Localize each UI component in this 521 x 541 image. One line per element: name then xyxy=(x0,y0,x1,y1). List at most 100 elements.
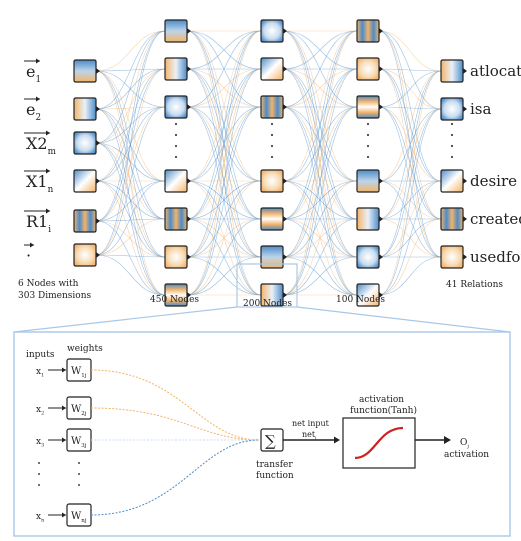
hidden-node xyxy=(260,57,287,81)
activation-title: function(Tanh) xyxy=(350,405,417,416)
hidden-node xyxy=(260,207,287,231)
vector-arrowhead xyxy=(36,96,40,102)
connection-line xyxy=(95,218,166,256)
ellipsis-dot xyxy=(450,144,454,148)
ellipsis-dot xyxy=(270,133,274,137)
node-box xyxy=(356,57,380,81)
input-node xyxy=(73,243,100,267)
output-label: isa xyxy=(470,100,491,118)
net-arrowhead xyxy=(334,436,340,444)
weights-label: weights xyxy=(67,344,103,354)
connection-line xyxy=(378,180,442,258)
vector-arrowhead xyxy=(36,58,40,64)
node-arrow xyxy=(463,68,467,74)
connection-line xyxy=(95,30,166,110)
input-node xyxy=(73,169,100,193)
connection-line xyxy=(95,108,166,296)
output-label: atlocation xyxy=(470,62,521,80)
node-box xyxy=(164,95,188,119)
node-arrow xyxy=(283,28,287,34)
node-arrow xyxy=(379,254,383,260)
node-box xyxy=(440,245,464,269)
connection-line xyxy=(282,68,358,108)
layer-caption: 200 Nodes xyxy=(243,299,292,309)
connection-line xyxy=(282,30,358,70)
node-box xyxy=(440,207,464,231)
hidden-node xyxy=(260,19,287,43)
connection-line xyxy=(378,30,442,72)
hidden-node xyxy=(356,283,383,307)
connection-line xyxy=(378,30,442,182)
connection-line xyxy=(378,70,442,182)
node-box xyxy=(356,169,380,193)
connection-line xyxy=(378,218,442,296)
net-label: netj xyxy=(302,430,316,441)
node-box xyxy=(73,131,97,155)
ellipsis-dot xyxy=(366,155,370,159)
connection-line xyxy=(95,106,166,256)
output-label: desire xyxy=(470,172,517,190)
connection-line xyxy=(186,30,262,108)
node-arrow xyxy=(96,218,100,224)
input-symbol: x1 xyxy=(36,367,44,379)
node-arrow xyxy=(379,292,383,298)
node-box xyxy=(440,97,464,121)
node-box xyxy=(73,97,97,121)
input-symbol: xn xyxy=(36,512,45,524)
activation-box xyxy=(342,417,416,469)
ellipsis-dot xyxy=(174,133,178,137)
sum-symbol: ∑ xyxy=(265,432,276,450)
ellipsis-dot xyxy=(174,155,178,159)
output-node xyxy=(440,97,467,121)
connection-line xyxy=(186,30,262,182)
hidden-node xyxy=(164,169,191,193)
node-arrow xyxy=(187,66,191,72)
highlight-box xyxy=(236,263,298,308)
connection-line xyxy=(186,180,262,296)
connection-line xyxy=(95,68,166,256)
output-label: usedfor xyxy=(470,248,521,266)
input-label: e1 xyxy=(26,62,41,85)
node-box xyxy=(164,245,188,269)
input-node xyxy=(73,97,100,121)
hidden-node xyxy=(164,207,191,231)
hidden-node xyxy=(164,283,191,307)
node-arrow xyxy=(283,254,287,260)
layer-caption: 450 Nodes xyxy=(150,295,199,305)
connection-lines xyxy=(95,30,442,296)
node-arrow xyxy=(379,216,383,222)
node-arrow xyxy=(187,104,191,110)
node-box xyxy=(440,169,464,193)
input-label: e2 xyxy=(26,100,41,123)
output-symbol: Oj xyxy=(460,438,469,450)
input-label: X2m xyxy=(26,134,57,157)
connection-line xyxy=(95,108,166,258)
output-arrowhead xyxy=(444,436,451,444)
ellipsis-dot xyxy=(270,144,274,148)
weight-symbol: Wnj xyxy=(71,511,87,524)
node-box xyxy=(356,245,380,269)
connection-line xyxy=(378,106,442,110)
ellipsis-dot xyxy=(78,484,80,486)
node-arrow xyxy=(283,178,287,184)
node-arrow xyxy=(379,104,383,110)
node-box xyxy=(260,245,284,269)
connection-line xyxy=(95,220,166,258)
connection-line xyxy=(282,30,358,258)
connection-line xyxy=(186,256,262,296)
weight-symbol: W3j xyxy=(71,436,87,449)
output-node xyxy=(440,245,467,269)
connection-line xyxy=(95,68,166,222)
node-arrow xyxy=(187,292,191,298)
connection-line xyxy=(282,30,358,108)
connection-line xyxy=(95,30,166,256)
ellipsis-dot xyxy=(270,122,274,126)
vector-arrowhead xyxy=(46,168,50,174)
node-arrow xyxy=(283,104,287,110)
hidden-node xyxy=(356,57,383,81)
vector-arrowhead xyxy=(46,130,50,136)
connection-line xyxy=(378,68,442,72)
